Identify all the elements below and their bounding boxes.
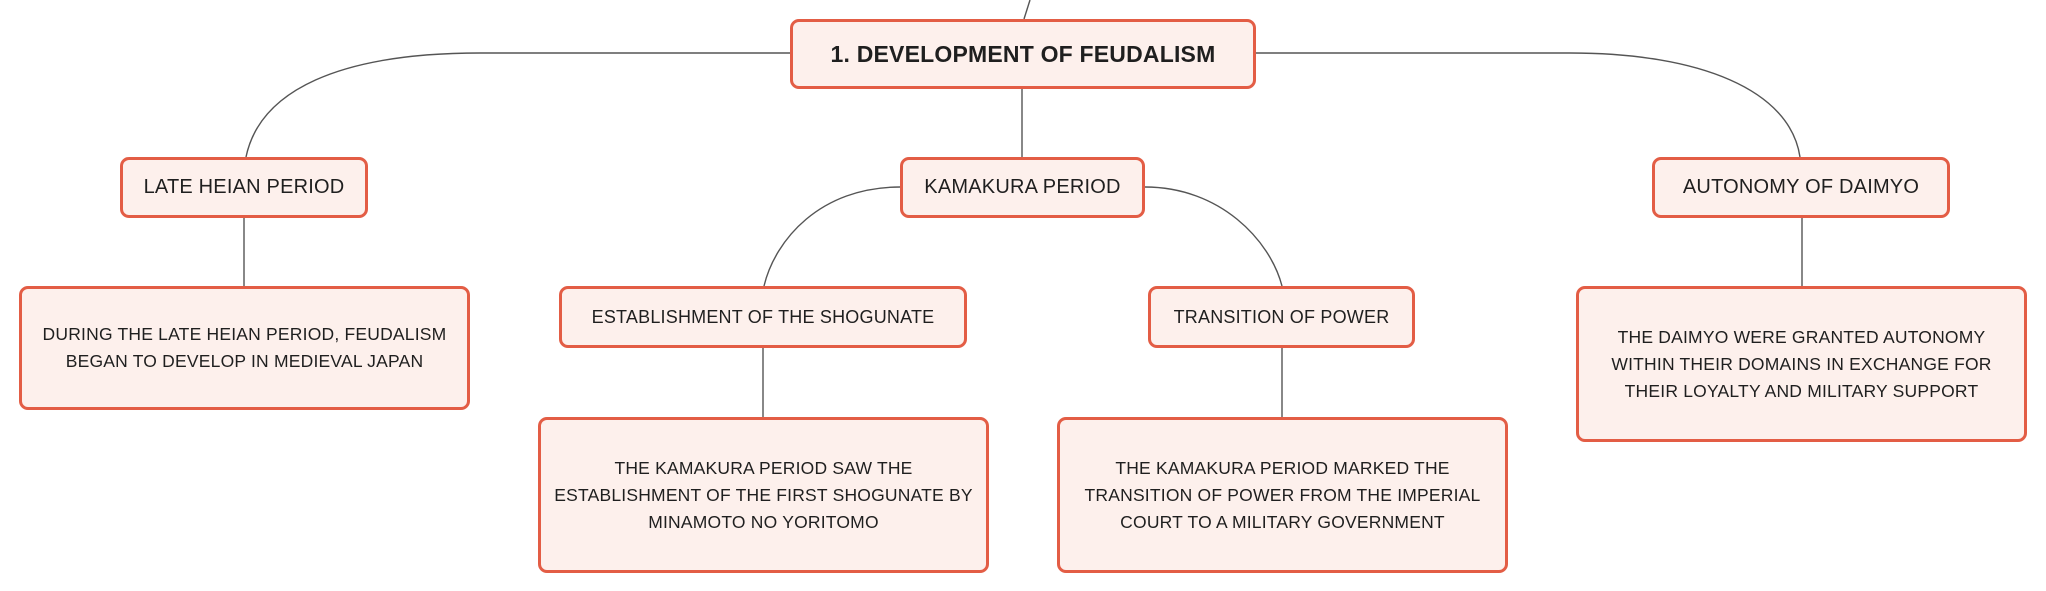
detail-node-transition-of-power[interactable]: THE KAMAKURA PERIOD MARKED THE TRANSITIO… bbox=[1057, 417, 1508, 573]
root-topic-label: 1. DEVELOPMENT OF FEUDALISM bbox=[830, 40, 1216, 67]
detail-text-late-heian-period: DURING THE LATE HEIAN PERIOD, FEUDALISM … bbox=[42, 324, 447, 371]
connector-kamakura-to-transition bbox=[1144, 186, 1283, 287]
connector-kamakura-to-establishment bbox=[763, 186, 901, 287]
subtopic-label-transition-of-power: TRANSITION OF POWER bbox=[1173, 306, 1390, 327]
topic-node-late-heian-period[interactable]: LATE HEIAN PERIOD bbox=[120, 157, 368, 218]
subtopic-label-establishment-of-shogunate: ESTABLISHMENT OF THE SHOGUNATE bbox=[591, 306, 935, 327]
detail-text-transition-of-power: THE KAMAKURA PERIOD MARKED THE TRANSITIO… bbox=[1084, 457, 1481, 532]
root-topic-node[interactable]: 1. DEVELOPMENT OF FEUDALISM bbox=[790, 19, 1256, 89]
subtopic-node-transition-of-power[interactable]: TRANSITION OF POWER bbox=[1148, 286, 1415, 348]
detail-node-establishment-of-shogunate[interactable]: THE KAMAKURA PERIOD SAW THE ESTABLISHMEN… bbox=[538, 417, 989, 573]
connector-parent-edge bbox=[1023, 0, 1031, 20]
topic-label-autonomy-of-daimyo: AUTONOMY OF DAIMYO bbox=[1682, 176, 1920, 198]
detail-text-autonomy-of-daimyo: THE DAIMYO WERE GRANTED AUTONOMY WITHIN … bbox=[1611, 326, 1992, 401]
connector-root-to-autonomy bbox=[1256, 52, 1801, 158]
subtopic-node-establishment-of-shogunate[interactable]: ESTABLISHMENT OF THE SHOGUNATE bbox=[559, 286, 967, 348]
connector-root-to-late-heian bbox=[245, 52, 790, 158]
topic-node-autonomy-of-daimyo[interactable]: AUTONOMY OF DAIMYO bbox=[1652, 157, 1950, 218]
topic-node-kamakura-period[interactable]: KAMAKURA PERIOD bbox=[900, 157, 1145, 218]
detail-text-establishment-of-shogunate: THE KAMAKURA PERIOD SAW THE ESTABLISHMEN… bbox=[554, 457, 973, 532]
detail-node-late-heian-period[interactable]: DURING THE LATE HEIAN PERIOD, FEUDALISM … bbox=[19, 286, 470, 410]
topic-label-late-heian-period: LATE HEIAN PERIOD bbox=[143, 176, 345, 198]
detail-node-autonomy-of-daimyo[interactable]: THE DAIMYO WERE GRANTED AUTONOMY WITHIN … bbox=[1576, 286, 2027, 442]
topic-label-kamakura-period: KAMAKURA PERIOD bbox=[924, 176, 1121, 198]
